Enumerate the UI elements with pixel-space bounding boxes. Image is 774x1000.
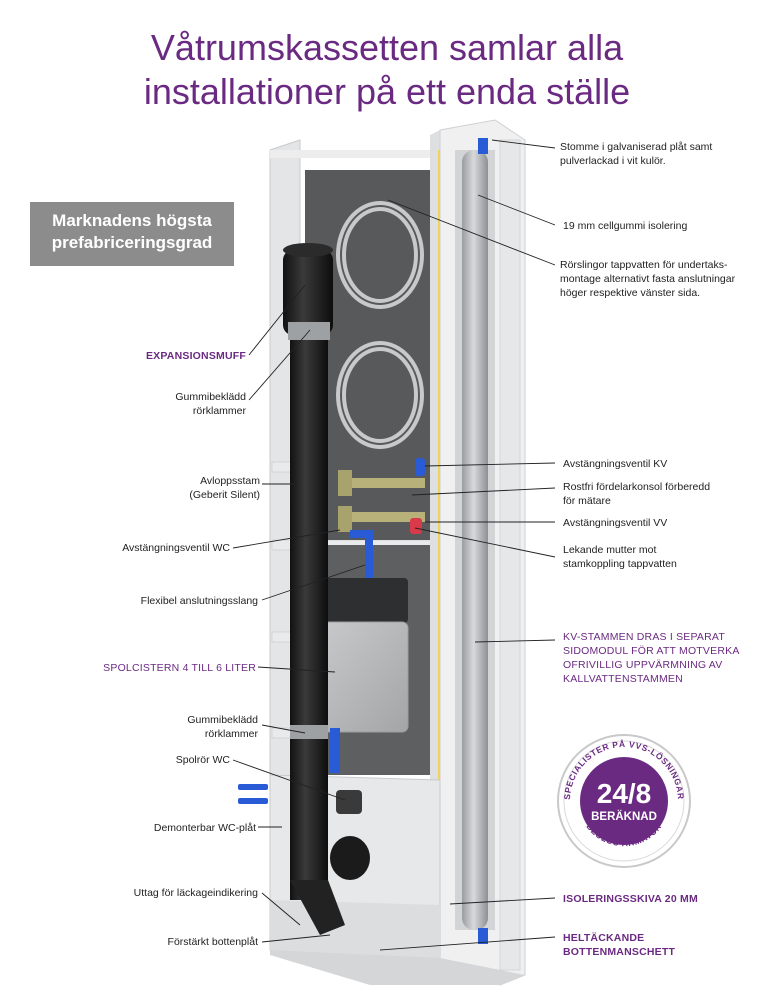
label-flexibel-slang: Flexibel anslutningsslang bbox=[140, 595, 258, 607]
cistern bbox=[315, 578, 409, 773]
label-avloppsstam-line-2: (Geberit Silent) bbox=[189, 489, 260, 501]
label-kv-stammen-line-2: SIDOMODUL FÖR ATT MOTVERKA bbox=[563, 645, 740, 657]
label-rorslingor-line-1: Rörslingor tappvatten för undertaks- bbox=[560, 259, 728, 271]
label-ventil-vv: Avstängningsventil VV bbox=[563, 517, 668, 529]
seal-big-number: 24/8 bbox=[597, 778, 652, 809]
label-lekande-mutter-line-1: Lekande mutter mot bbox=[563, 544, 657, 556]
label-demonterbar-wc-plat: Demonterbar WC-plåt bbox=[153, 822, 256, 834]
label-heltackande-line-2: BOTTENMANSCHETT bbox=[563, 946, 676, 958]
label-rorslingor: Rörslingor tappvatten för undertaks- mon… bbox=[560, 258, 770, 300]
side-stub-lower bbox=[238, 798, 268, 804]
label-avstangningsventil-wc: Avstängningsventil WC bbox=[122, 542, 230, 554]
label-rorklammer-upper-line-2: rörklammer bbox=[192, 405, 246, 417]
label-rorklammer-upper-line-1: Gummibeklädd bbox=[175, 391, 246, 403]
label-expansionsmuff: EXPANSIONSMUFF bbox=[145, 350, 246, 362]
label-rorklammer-lower-line-2: rörklammer bbox=[204, 728, 258, 740]
label-rorslingor-line-3: höger respektive vänster sida. bbox=[560, 287, 701, 299]
label-avloppsstam-line-1: Avloppsstam bbox=[200, 475, 260, 487]
label-stomme-line-2: pulverlackad i vit kulör. bbox=[560, 155, 666, 167]
label-avloppsstam: Avloppsstam (Geberit Silent) bbox=[60, 474, 260, 502]
tap-water-coils bbox=[336, 201, 424, 449]
label-ventil-kv: Avstängningsventil KV bbox=[563, 458, 668, 470]
soil-stack bbox=[283, 243, 370, 935]
label-kv-stammen-line-1: KV-STAMMEN DRAS I SEPARAT bbox=[563, 631, 725, 643]
label-rostfri-konsol-line-1: Rostfri fördelarkonsol förberedd bbox=[563, 481, 711, 493]
page-title: Våtrumskassetten samlar alla installatio… bbox=[0, 26, 774, 114]
label-rorklammer-lower-line-1: Gummibeklädd bbox=[187, 714, 258, 726]
seal-sub-text: BERÄKNAD bbox=[591, 810, 657, 823]
page-title-line-1: Våtrumskassetten samlar alla bbox=[150, 27, 624, 68]
label-isoleringsskiva: ISOLERINGSSKIVA 20 MM bbox=[563, 893, 698, 905]
label-rorslingor-line-2: montage alternativt fasta anslutningar bbox=[560, 273, 736, 285]
prefab-badge-line-2: prefabriceringsgrad bbox=[51, 233, 213, 252]
specialist-seal: SPECIALISTER PÅ VVS-LÖSNINGAR BEULCO ARM… bbox=[557, 734, 691, 868]
label-rostfri-konsol-line-2: för mätare bbox=[563, 495, 611, 507]
side-stub-upper bbox=[238, 784, 268, 790]
label-forstarkt-bottenplat: Förstärkt bottenplåt bbox=[167, 936, 258, 948]
label-uttag-lackage: Uttag för läckageindikering bbox=[133, 887, 258, 899]
label-kv-stammen-line-4: KALLVATTENSTAMMEN bbox=[563, 673, 683, 685]
page-title-line-2: installationer på ett enda ställe bbox=[143, 71, 631, 112]
label-rostfri-konsol: Rostfri fördelarkonsol förberedd för mät… bbox=[563, 480, 763, 508]
label-rorklammer-upper: Gummibeklädd rörklammer bbox=[60, 390, 246, 418]
label-lekande-mutter: Lekande mutter mot stamkoppling tappvatt… bbox=[563, 543, 763, 571]
label-stomme: Stomme i galvaniserad plåt samt pulverla… bbox=[560, 140, 760, 168]
label-spolcistern: SPOLCISTERN 4 TILL 6 LITER bbox=[103, 662, 256, 674]
prefab-badge: Marknadens högsta prefabriceringsgrad bbox=[30, 202, 234, 266]
label-heltackande-bottenmanschett: HELTÄCKANDE BOTTENMANSCHETT bbox=[563, 931, 768, 959]
prefab-badge-line-1: Marknadens högsta bbox=[52, 211, 212, 230]
label-rorklammer-lower: Gummibeklädd rörklammer bbox=[60, 713, 258, 741]
label-kv-stammen: KV-STAMMEN DRAS I SEPARAT SIDOMODUL FÖR … bbox=[563, 630, 768, 686]
leader-lines bbox=[232, 139, 556, 951]
label-heltackande-line-1: HELTÄCKANDE bbox=[563, 932, 645, 944]
label-kv-stammen-line-3: OFRIVILLIG UPPVÄRMNING AV bbox=[563, 659, 723, 671]
label-spolror-wc: Spolrör WC bbox=[175, 754, 230, 766]
distribution-console bbox=[338, 458, 425, 580]
label-lekande-mutter-line-2: stamkoppling tappvatten bbox=[563, 558, 677, 570]
label-cellgummi: 19 mm cellgummi isolering bbox=[563, 220, 688, 232]
label-stomme-line-1: Stomme i galvaniserad plåt samt bbox=[560, 141, 713, 153]
